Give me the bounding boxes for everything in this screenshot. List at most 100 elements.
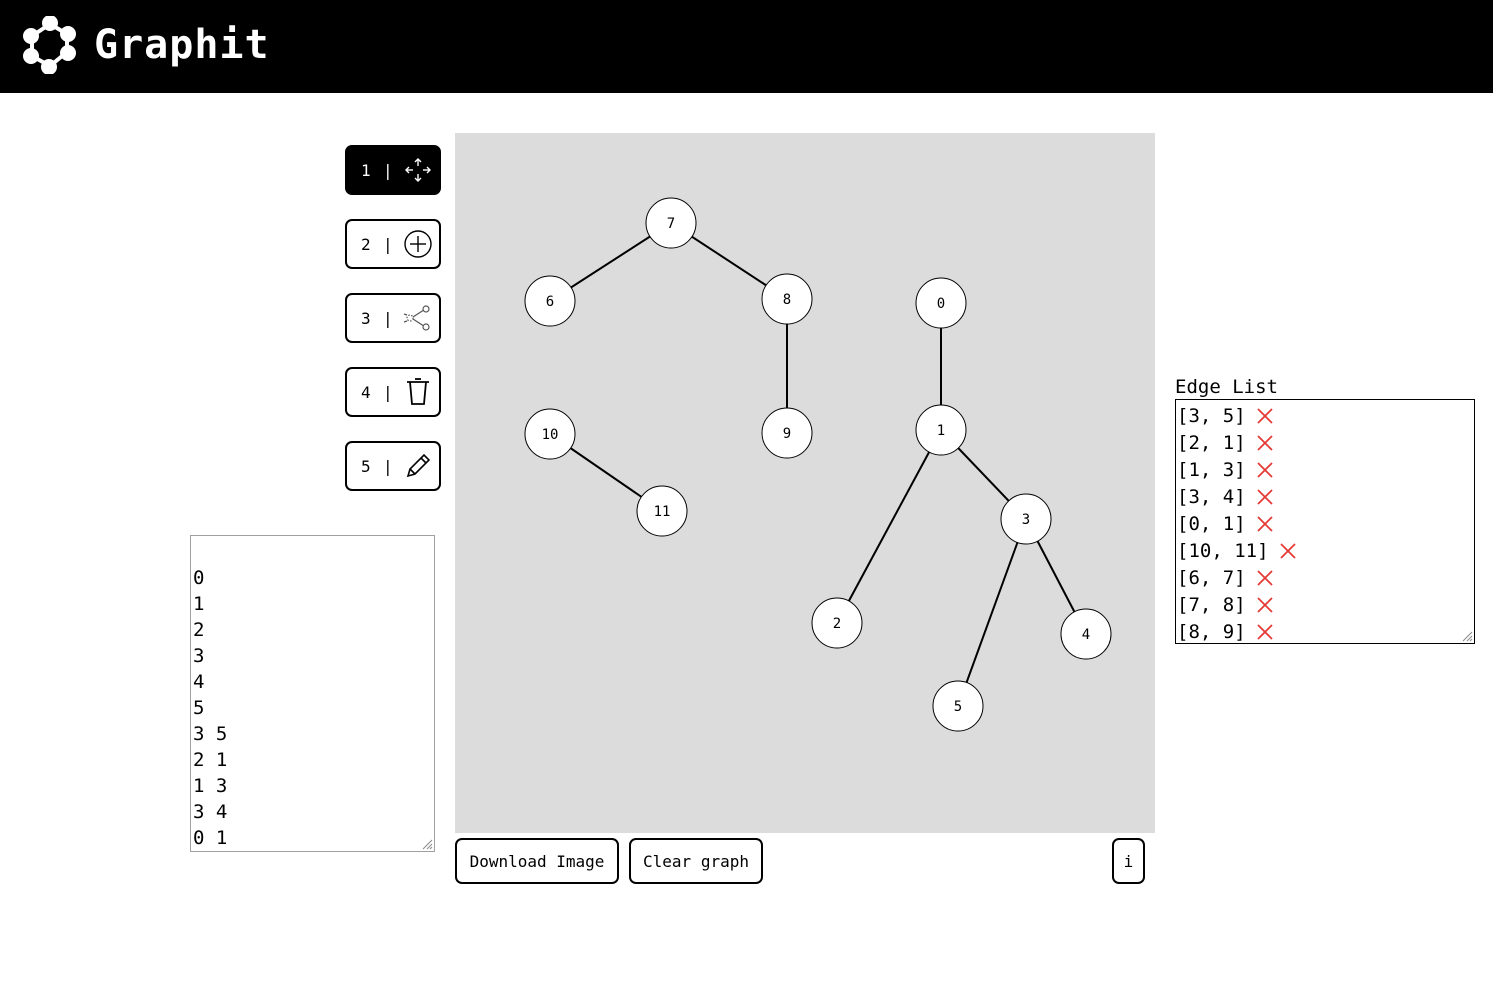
graph-node-11[interactable]: 11 — [636, 485, 688, 537]
graph-logo-icon — [23, 16, 76, 74]
edge-label: [0, 1] — [1177, 512, 1246, 535]
graph-node-4[interactable]: 4 — [1060, 608, 1112, 660]
connect-icon — [403, 305, 430, 331]
download-image-button[interactable]: Download Image — [455, 838, 619, 884]
node-circle — [645, 197, 697, 249]
node-circle — [761, 273, 813, 325]
edge-label: [8, 9] — [1177, 620, 1246, 643]
adjacency-line: 0 — [193, 567, 205, 589]
node-circle — [811, 597, 863, 649]
graph-node-9[interactable]: 9 — [761, 407, 813, 459]
node-circle — [1000, 493, 1052, 545]
edge-label: [6, 7] — [1177, 566, 1246, 589]
pencil-icon — [406, 453, 430, 478]
graph-node-0[interactable]: 0 — [915, 277, 967, 329]
edge-label: [3, 4] — [1177, 485, 1246, 508]
remove-edge-icon[interactable] — [1256, 461, 1274, 479]
adjacency-line: 4 — [193, 671, 205, 693]
trash-icon — [406, 378, 429, 405]
remove-edge-icon[interactable] — [1256, 515, 1274, 533]
graph-node-1[interactable]: 1 — [915, 404, 967, 456]
node-circle — [915, 277, 967, 329]
node-label: 11 — [654, 504, 671, 520]
resize-grip-icon[interactable] — [1461, 630, 1473, 642]
edge-label: [7, 8] — [1177, 593, 1246, 616]
graph-svg: 0 1 2 3 4 5 6 7 8 9 10 11 — [524, 197, 1112, 732]
node-label: 8 — [783, 292, 791, 308]
adjacency-line: 1 — [193, 593, 205, 615]
edge-label: [1, 3] — [1177, 458, 1246, 481]
node-circle — [932, 680, 984, 732]
tool-separator: | — [383, 160, 393, 180]
tool-separator: | — [383, 308, 393, 328]
edge-list-item: [10, 11] — [1177, 537, 1297, 564]
node-label: 3 — [1022, 512, 1030, 528]
resize-grip-icon[interactable] — [421, 838, 433, 850]
graph-node-2[interactable]: 2 — [811, 597, 863, 649]
adjacency-line: 0 1 — [193, 827, 228, 849]
tool-key: 3 — [361, 308, 371, 328]
adjacency-line: 2 1 — [193, 749, 228, 771]
adjacency-line: 3 5 — [193, 723, 228, 745]
edge-list-item: [3, 4] — [1177, 483, 1297, 510]
graph-node-8[interactable]: 8 — [761, 273, 813, 325]
node-label: 5 — [954, 699, 962, 715]
tool-separator: | — [383, 382, 393, 402]
tool-edit-button[interactable]: 5 | — [345, 441, 441, 491]
node-label: 9 — [783, 426, 791, 442]
edge-label: [2, 1] — [1177, 431, 1246, 454]
edge-list-item: [6, 7] — [1177, 564, 1297, 591]
tool-key: 5 — [361, 456, 371, 476]
edge-list-item: [0, 1] — [1177, 510, 1297, 537]
edge-list-label: Edge List — [1175, 376, 1278, 398]
graph-edge-2-1[interactable] — [836, 429, 942, 624]
adjacency-line: 3 4 — [193, 801, 228, 823]
remove-edge-icon[interactable] — [1256, 488, 1274, 506]
edge-list-item: [8, 9] — [1177, 618, 1297, 643]
app-header: Graphit — [0, 0, 1493, 93]
edge-list-item: [1, 3] — [1177, 456, 1297, 483]
tool-separator: | — [383, 234, 393, 254]
clear-graph-button[interactable]: Clear graph — [629, 838, 763, 884]
tool-key: 4 — [361, 382, 371, 402]
remove-edge-icon[interactable] — [1256, 596, 1274, 614]
node-label: 2 — [833, 616, 841, 632]
edge-items: [3, 5][2, 1] [1, 3] [3, 4] [0, 1] [10, 11] [6… — [1177, 402, 1297, 643]
adjacency-line: 1 3 — [193, 775, 228, 797]
tool-move-button[interactable]: 1 | — [345, 145, 441, 195]
edge-label: [10, 11] — [1177, 539, 1269, 562]
graph-canvas[interactable]: 0 1 2 3 4 5 6 7 8 9 10 11 — [455, 133, 1155, 833]
graph-node-7[interactable]: 7 — [645, 197, 697, 249]
remove-edge-icon[interactable] — [1256, 623, 1274, 641]
graph-edge-3-5[interactable] — [957, 518, 1027, 707]
node-circle — [1060, 608, 1112, 660]
remove-edge-icon[interactable] — [1256, 434, 1274, 452]
tool-add-node-button[interactable]: 2 | — [345, 219, 441, 269]
edge-list-item: [7, 8] — [1177, 591, 1297, 618]
graph-node-5[interactable]: 5 — [932, 680, 984, 732]
remove-edge-icon[interactable] — [1256, 407, 1274, 425]
graph-node-3[interactable]: 3 — [1000, 493, 1052, 545]
node-circle — [915, 404, 967, 456]
node-label: 7 — [667, 216, 675, 232]
graph-node-6[interactable]: 6 — [524, 275, 576, 327]
node-label: 6 — [546, 294, 554, 310]
remove-edge-icon[interactable] — [1279, 542, 1297, 560]
edge-list[interactable]: [3, 5][2, 1] [1, 3] [3, 4] [0, 1] [10, 11] [6… — [1175, 399, 1475, 644]
add-node-icon — [403, 230, 432, 258]
graph-node-10[interactable]: 10 — [524, 408, 576, 460]
tool-delete-button[interactable]: 4 | — [345, 367, 441, 417]
move-icon — [404, 158, 431, 182]
edge-list-item: [2, 1] — [1177, 429, 1297, 456]
tool-connect-button[interactable]: 3 | — [345, 293, 441, 343]
info-button[interactable]: i — [1112, 838, 1145, 884]
node-circle — [524, 275, 576, 327]
edge-list-item: [3, 5] — [1177, 402, 1297, 429]
tool-key: 1 — [361, 160, 371, 180]
node-circle — [761, 407, 813, 459]
remove-edge-icon[interactable] — [1256, 569, 1274, 587]
adjacency-line: 2 — [193, 619, 205, 641]
node-label: 0 — [937, 296, 945, 312]
